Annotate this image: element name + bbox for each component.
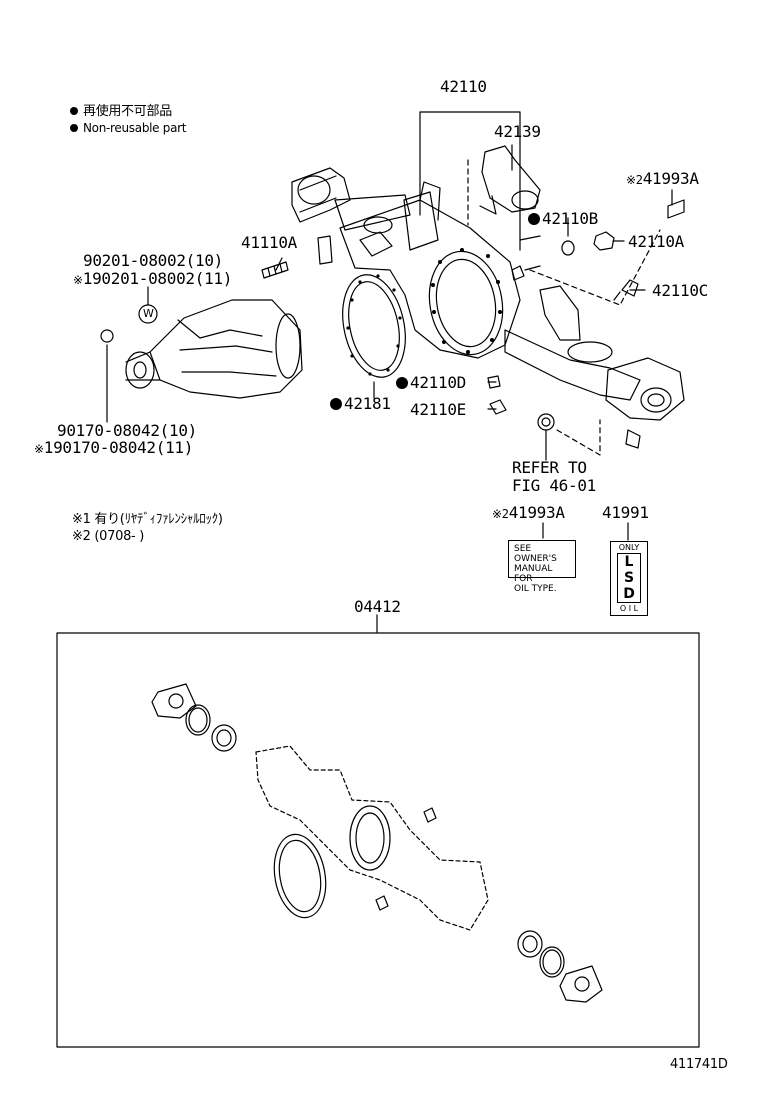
part-41993a-bottom-label[interactable]: ※241993A xyxy=(492,503,565,522)
gasket-42181-drawing xyxy=(342,274,406,378)
axle-housing xyxy=(291,167,685,449)
legend-nonreusable-jp: 再使用不可部品 xyxy=(70,104,172,120)
leader-lines xyxy=(106,111,673,633)
lsd-letter-d: D xyxy=(623,586,635,602)
oil-type-tag: SEE OWNER'S MANUAL FOR OIL TYPE. xyxy=(508,540,576,594)
part-90201-11-label[interactable]: ※190201-08002(11) xyxy=(73,269,233,288)
part-90201-10-label[interactable]: 90201-08002(10) xyxy=(83,251,223,270)
part-42110-label[interactable]: 42110 xyxy=(440,77,487,96)
stud-41110a-drawing xyxy=(261,261,289,279)
lsd-letter-s: S xyxy=(623,570,635,586)
differential-carrier-drawing xyxy=(100,299,303,399)
part-42110a-label[interactable]: 42110A xyxy=(628,232,684,251)
part-42110d-label[interactable]: 42110D xyxy=(396,374,466,392)
lsd-letter-l: L xyxy=(624,554,634,570)
dashed-guides xyxy=(467,159,661,456)
part-41991-label[interactable]: 41991 xyxy=(602,503,649,522)
part-90170-10-label[interactable]: 90170-08042(10) xyxy=(57,421,197,440)
part-41110a-label[interactable]: 41110A xyxy=(241,233,297,252)
marker-90170: ※ xyxy=(34,442,44,456)
lsd-tag: ONLY L S D O I L xyxy=(610,541,648,616)
part-42110e-label[interactable]: 42110E xyxy=(410,400,466,419)
tag-41993a-top-drawing xyxy=(667,199,685,219)
part-04412-label[interactable]: 04412 xyxy=(354,597,401,616)
washer-drawing xyxy=(138,304,158,324)
refer-line2[interactable]: FIG 46-01 xyxy=(512,476,596,495)
marker-90201: ※ xyxy=(73,273,83,287)
note-2: ※2 (0708- ) xyxy=(72,529,145,544)
lsd-tag-top: ONLY xyxy=(618,543,640,552)
kit-contents xyxy=(151,683,603,1003)
fasteners xyxy=(487,231,639,431)
washer-mark: W xyxy=(143,307,154,320)
kit-box xyxy=(56,632,700,1048)
part-42110c-label[interactable]: 42110C xyxy=(652,281,708,300)
note-1: ※1 有り(ﾘﾔﾃﾞｨﾌｧﾚﾝｼｬﾙﾛｯｸ) xyxy=(72,512,223,527)
marker-top: ※2 xyxy=(626,173,643,187)
diagram-id: 411741D xyxy=(670,1057,728,1072)
part-90170-11-label[interactable]: ※190170-08042(11) xyxy=(34,438,194,457)
legend-nonreusable-en: Non-reusable part xyxy=(70,121,186,135)
part-42139-label[interactable]: 42139 xyxy=(494,122,541,141)
oil-tag-line1: SEE OWNER'S xyxy=(514,544,557,564)
part-41993a-top-label[interactable]: ※241993A xyxy=(626,169,699,188)
lsd-tag-bottom: O I L xyxy=(619,604,639,613)
marker-bottom: ※2 xyxy=(492,507,509,521)
oil-tag-line2: MANUAL FOR xyxy=(514,564,553,584)
part-42110b-label[interactable]: 42110B xyxy=(528,210,598,228)
part-42139-drawing xyxy=(479,145,541,215)
part-42181-label[interactable]: 42181 xyxy=(330,395,391,413)
oil-tag-line3: OIL TYPE. xyxy=(514,584,557,594)
refer-line1[interactable]: REFER TO xyxy=(512,458,587,477)
